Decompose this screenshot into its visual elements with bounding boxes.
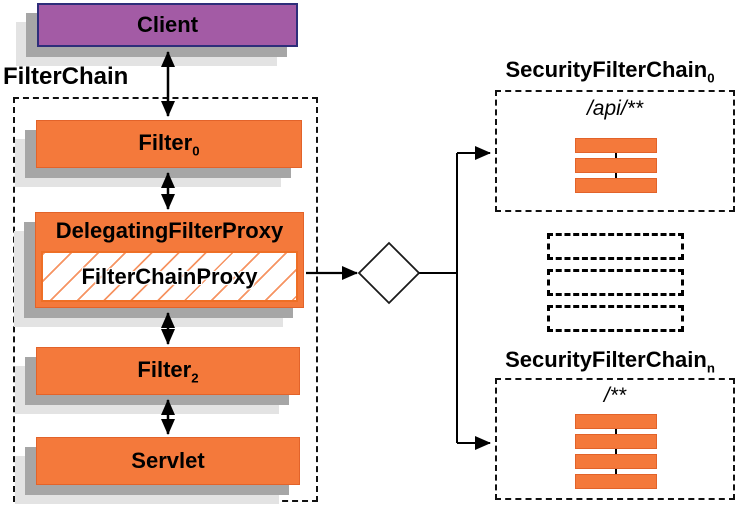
filter-bar-connector bbox=[615, 173, 617, 178]
servlet-label: Servlet bbox=[131, 448, 205, 473]
security-filter-chain-n-subscript: n bbox=[706, 360, 715, 376]
filter2-box: Filter2 bbox=[36, 347, 300, 395]
filter0-label: Filter0 bbox=[138, 129, 200, 159]
filter-bar bbox=[575, 434, 657, 449]
filter-chain-proxy-box: FilterChainProxy bbox=[41, 251, 298, 302]
security-filter-chain-0-subscript: 0 bbox=[707, 70, 715, 86]
delegating-filter-proxy-label: DelegatingFilterProxy bbox=[55, 218, 284, 243]
servlet-box: Servlet bbox=[36, 437, 300, 485]
security-filter-chain-0-title: SecurityFilterChain0 bbox=[505, 57, 715, 86]
client-label: Client bbox=[136, 12, 199, 37]
delegating-filter-proxy-box: DelegatingFilterProxy FilterChainProxy bbox=[35, 212, 304, 308]
security-filter-chain-n-filters bbox=[575, 414, 657, 489]
security-filter-chain-0-filters bbox=[575, 138, 657, 193]
security-filter-chain-n-pattern: /** bbox=[603, 384, 627, 407]
filter2-label: Filter2 bbox=[137, 356, 199, 386]
filter2-subscript: 2 bbox=[191, 370, 199, 386]
ellipsis-chain-box bbox=[547, 233, 684, 260]
filter-bar bbox=[575, 178, 657, 193]
security-filter-chain-n-box: /** bbox=[495, 378, 735, 500]
filter-chain-proxy-label: FilterChainProxy bbox=[81, 263, 258, 289]
security-filter-chain-n-title: SecurityFilterChainn bbox=[505, 347, 715, 376]
filter-bar-connector bbox=[615, 469, 617, 474]
security-filter-chain-0-pattern: /api/** bbox=[586, 97, 644, 120]
filter0-box: Filter0 bbox=[36, 120, 302, 168]
filter-bar bbox=[575, 474, 657, 489]
filter-bar bbox=[575, 454, 657, 469]
filter-bar-connector bbox=[615, 429, 617, 434]
filter0-subscript: 0 bbox=[192, 143, 200, 159]
security-filter-chain-0-box: /api/** bbox=[495, 90, 735, 212]
filter-bar bbox=[575, 138, 657, 153]
ellipsis-chain-box bbox=[547, 305, 684, 332]
filter-bar-connector bbox=[615, 449, 617, 454]
filter-bar bbox=[575, 414, 657, 429]
decision-question-label: ? bbox=[380, 257, 398, 287]
filter-bar-connector bbox=[615, 153, 617, 158]
client-box: Client bbox=[37, 3, 298, 47]
filterchain-title: FilterChain bbox=[3, 63, 129, 90]
filter-bar bbox=[575, 158, 657, 173]
ellipsis-chains bbox=[547, 233, 684, 332]
ellipsis-chain-box bbox=[547, 269, 684, 296]
